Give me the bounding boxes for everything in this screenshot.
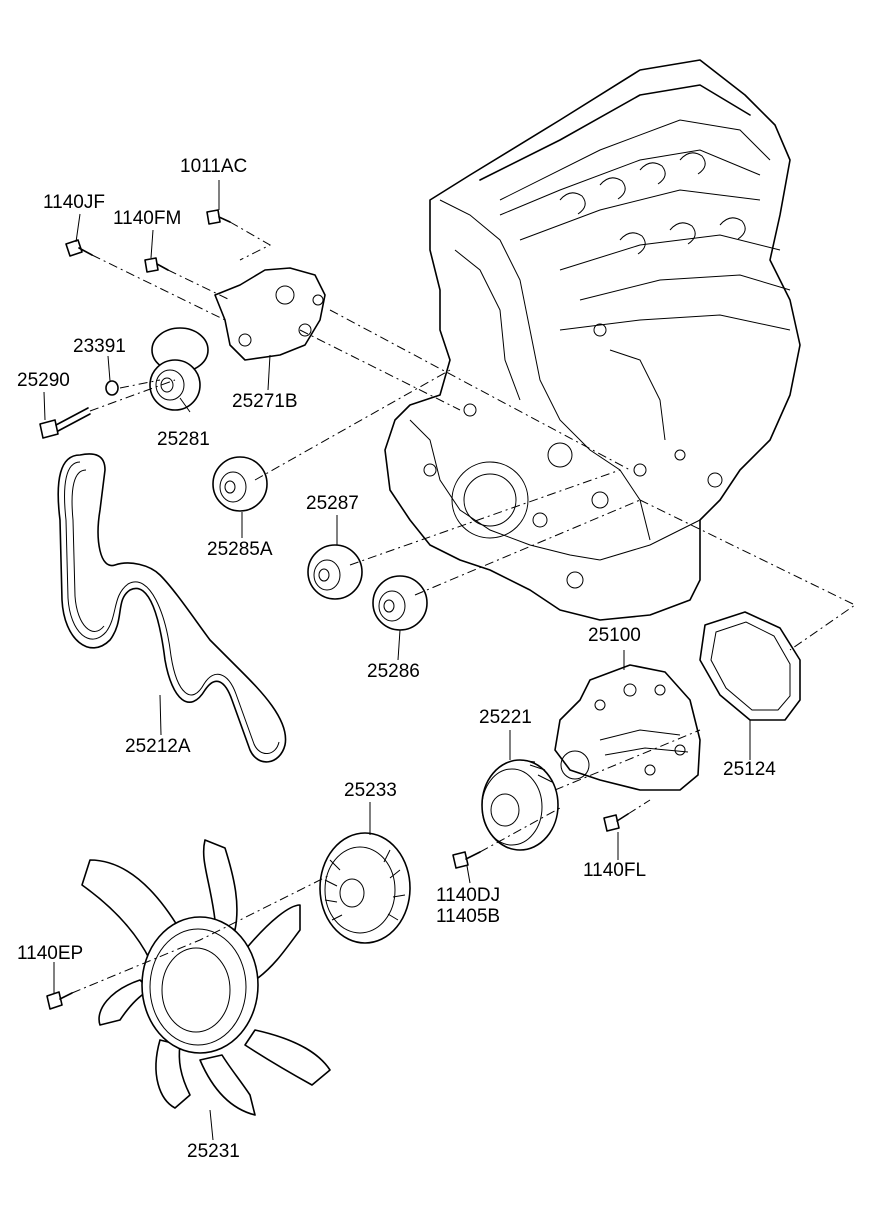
bolt-1140jf — [65, 239, 93, 257]
bolt-1140fl — [603, 813, 629, 832]
bolt-1140fm — [144, 257, 169, 273]
label-1140ep: 1140EP — [17, 943, 84, 964]
water-pump-gasket — [699, 611, 801, 721]
label-23391: 23391 — [73, 336, 126, 357]
label-25124: 25124 — [723, 759, 776, 780]
bolt-1011ac — [206, 209, 231, 225]
label-25231: 25231 — [187, 1141, 240, 1162]
assembly-lines — [71, 221, 856, 994]
engine-block — [384, 59, 801, 621]
label-1140dj: 1140DJ — [436, 885, 501, 906]
idler-pulley-25285a — [212, 456, 268, 512]
label-1140fm: 1140FM — [113, 208, 182, 229]
label-25287: 25287 — [306, 493, 359, 514]
label-25286: 25286 — [367, 661, 420, 682]
washer — [105, 380, 119, 396]
tensioner-bracket — [214, 267, 326, 361]
label-1140fl: 1140FL — [583, 860, 647, 881]
label-25285a: 25285A — [207, 539, 273, 560]
drive-belt — [57, 453, 287, 763]
label-25271b: 25271B — [232, 391, 298, 412]
bolt-1140ep — [46, 991, 73, 1010]
label-25212a: 25212A — [125, 736, 191, 757]
water-pump-pulley — [481, 759, 559, 851]
leader-lines — [43, 180, 751, 1141]
label-25281: 25281 — [157, 429, 210, 450]
label-25221: 25221 — [479, 707, 532, 728]
label-1140jf: 1140JF — [43, 192, 105, 213]
idler-pulley-25287 — [307, 544, 363, 600]
label-1011ac: 1011AC — [180, 156, 248, 177]
tensioner-pulley — [149, 327, 209, 411]
label-25290: 25290 — [17, 370, 70, 391]
bolt-25290 — [39, 407, 91, 439]
label-25100: 25100 — [588, 625, 641, 646]
bolt-1140dj — [452, 851, 481, 869]
label-25233: 25233 — [344, 780, 397, 801]
fan-clutch — [319, 832, 411, 944]
label-11405b: 11405B — [436, 906, 501, 927]
idler-pulley-25286 — [372, 575, 428, 631]
cooling-fan — [81, 839, 331, 1116]
water-pump — [554, 664, 701, 791]
